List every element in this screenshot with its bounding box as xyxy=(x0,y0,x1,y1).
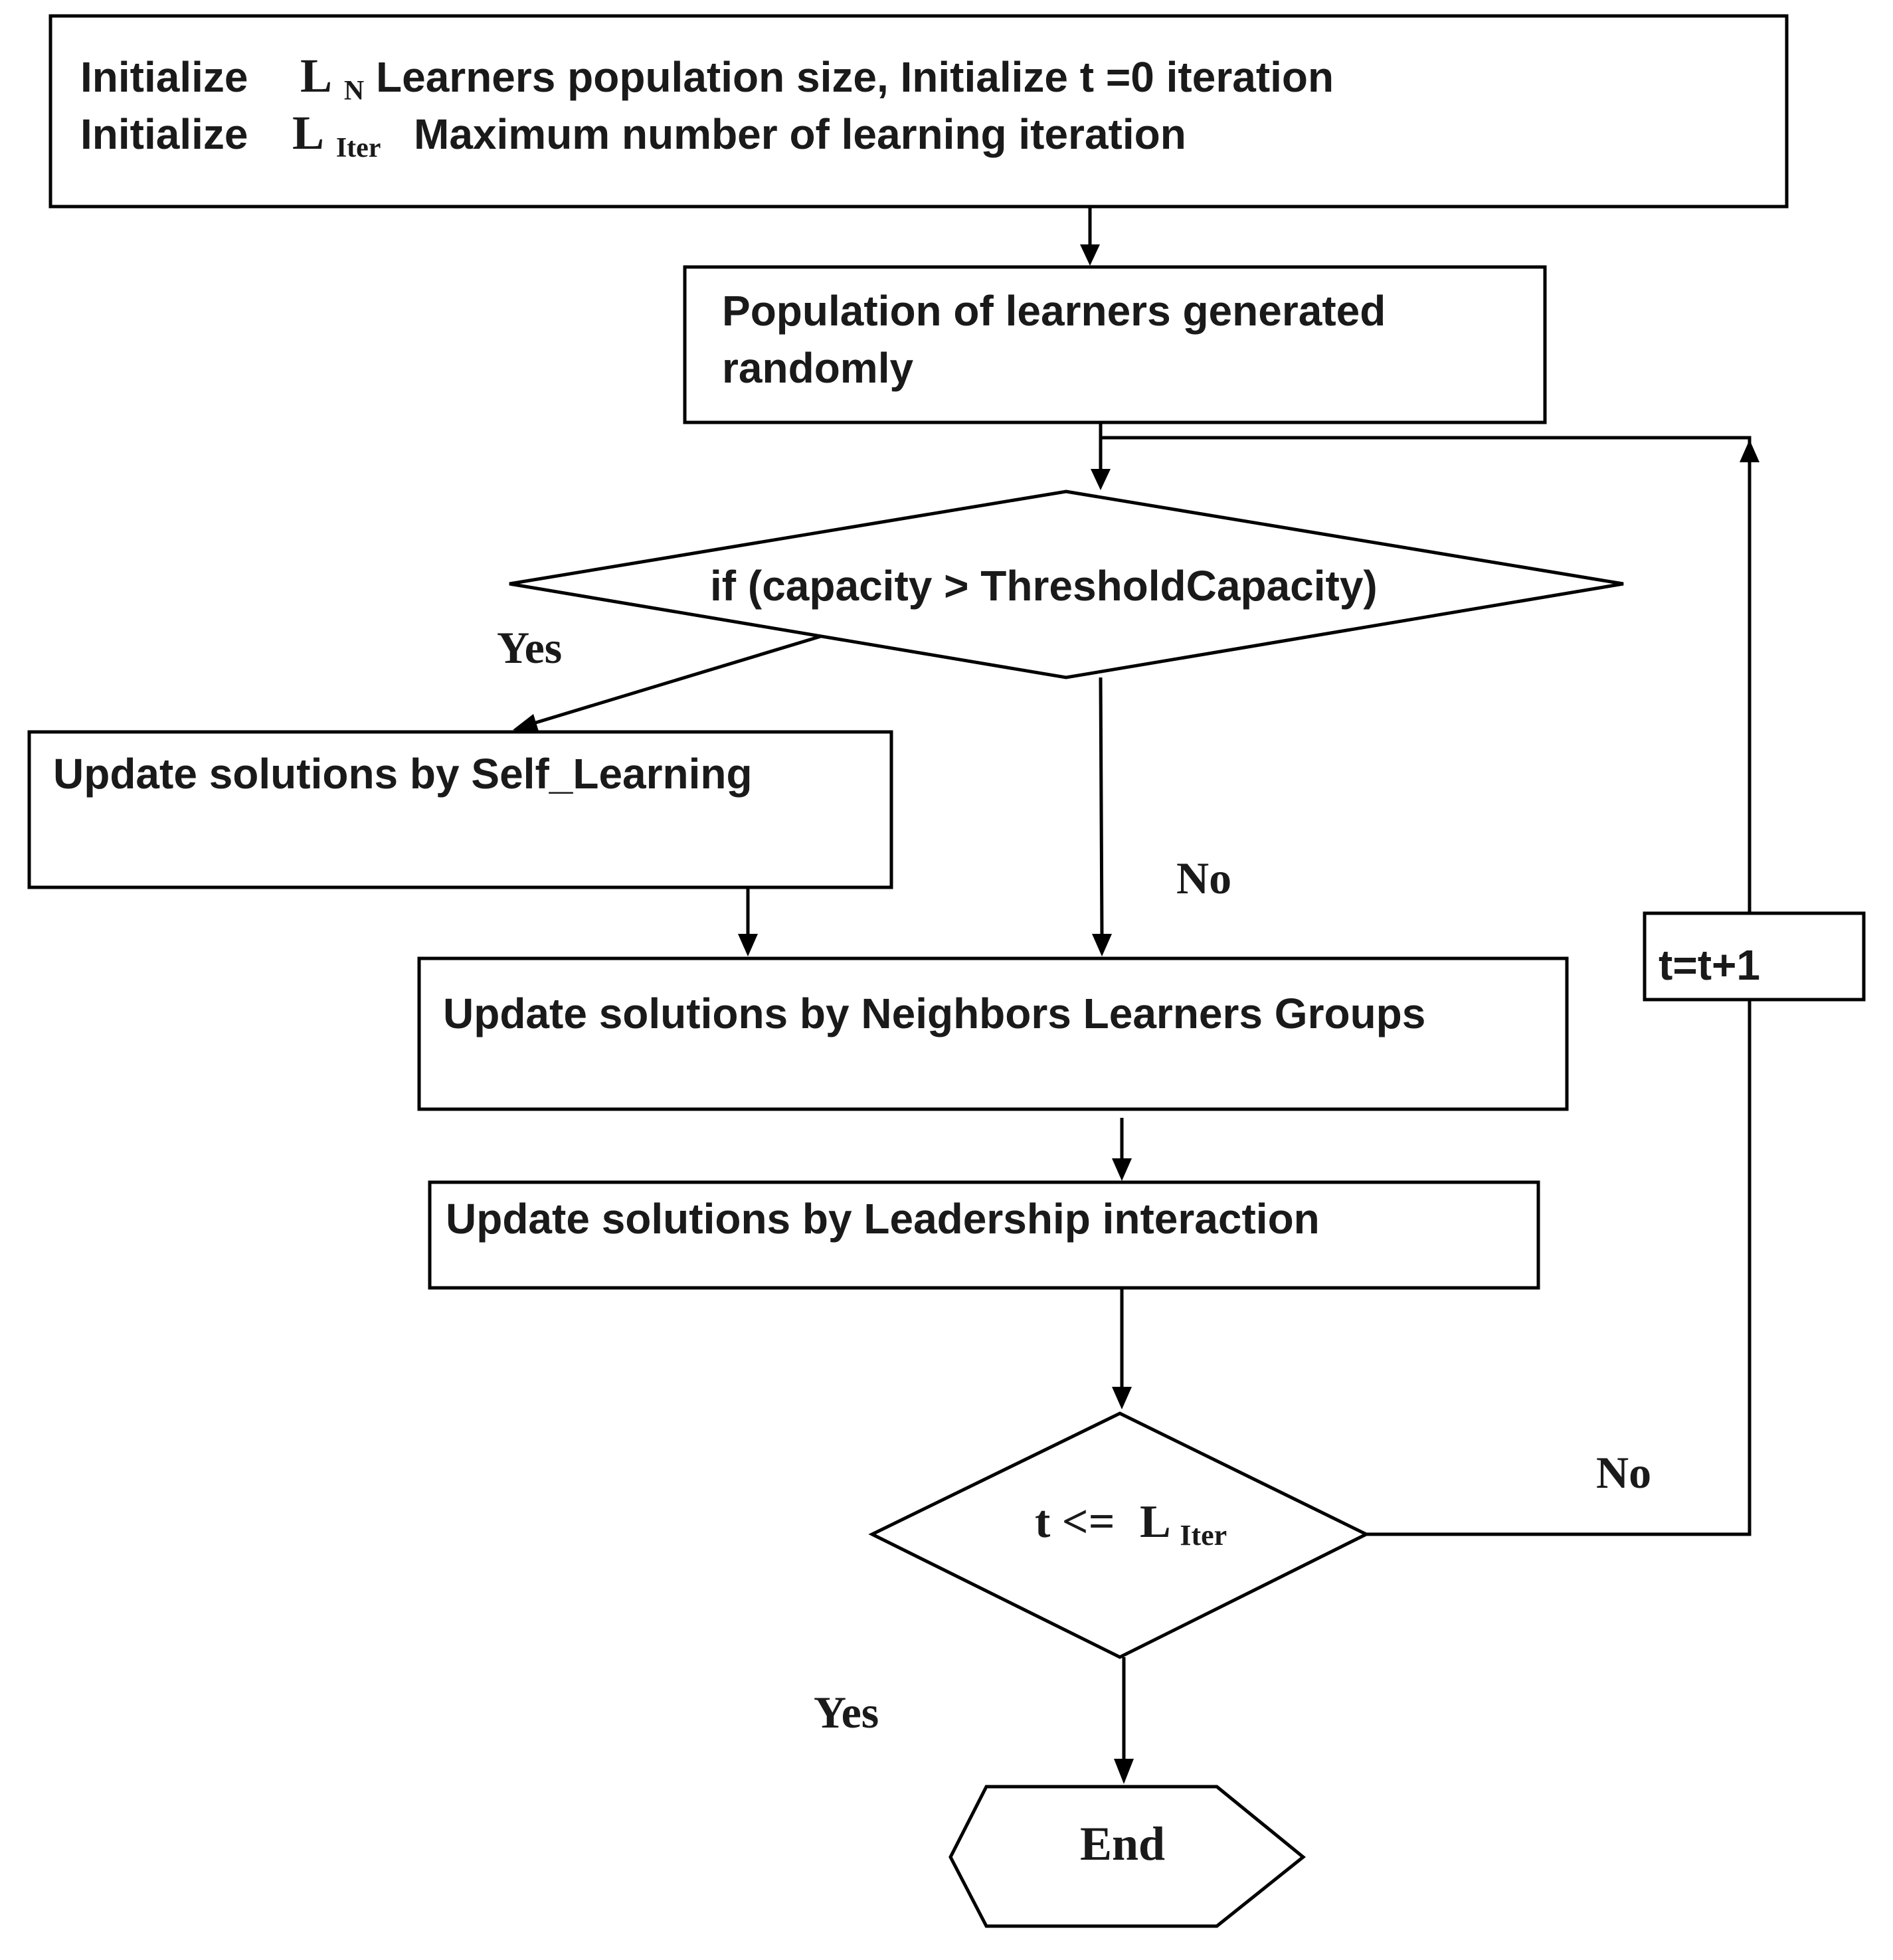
init-line-1: Initialize L N Learners population size,… xyxy=(80,49,1334,109)
iteration-decision-diamond xyxy=(868,1411,1370,1659)
arrowhead xyxy=(1092,934,1112,956)
arrowhead xyxy=(513,714,539,733)
end-label: End xyxy=(1080,1817,1165,1870)
arrowhead xyxy=(1114,1759,1134,1784)
population-box xyxy=(683,265,1547,424)
arrowhead xyxy=(1112,1158,1132,1181)
yes-label-capacity: Yes xyxy=(497,622,562,673)
connector-yes-to-self-learning xyxy=(531,634,822,726)
arrowhead xyxy=(1740,440,1759,462)
connector-no-to-increment xyxy=(1366,1000,1752,1536)
capacity-decision-label: if (capacity > ThresholdCapacity) xyxy=(710,562,1378,610)
iteration-decision-label: t <= L Iter xyxy=(1035,1496,1227,1552)
leadership-label: Update solutions by Leadership interacti… xyxy=(446,1195,1320,1243)
connector-no-to-neighbors xyxy=(1099,677,1104,937)
connector-loop-top xyxy=(1101,436,1752,458)
arrowhead xyxy=(1080,244,1100,266)
no-label-iteration: No xyxy=(1596,1447,1651,1498)
end-terminal xyxy=(948,1785,1306,1928)
self-learning-box xyxy=(27,730,893,889)
arrowhead xyxy=(1112,1387,1132,1409)
arrowhead xyxy=(738,934,758,956)
self-learning-label: Update solutions by Self_Learning xyxy=(53,750,753,798)
increment-box xyxy=(1643,911,1866,1002)
neighbors-label: Update solutions by Neighbors Learners G… xyxy=(443,990,1425,1037)
init-box xyxy=(48,14,1789,209)
yes-label-iteration: Yes xyxy=(814,1687,879,1737)
capacity-decision-diamond xyxy=(509,490,1624,679)
arrowhead xyxy=(1091,469,1111,490)
increment-label: t=t+1 xyxy=(1659,941,1760,989)
init-line-2: Initialize L Iter Maximum number of lear… xyxy=(80,106,1186,166)
no-label-capacity: No xyxy=(1176,853,1231,903)
neighbors-box xyxy=(417,956,1569,1111)
population-line-2: randomly xyxy=(722,344,913,392)
population-line-1: Population of learners generated xyxy=(722,287,1386,335)
leadership-box xyxy=(428,1180,1540,1290)
